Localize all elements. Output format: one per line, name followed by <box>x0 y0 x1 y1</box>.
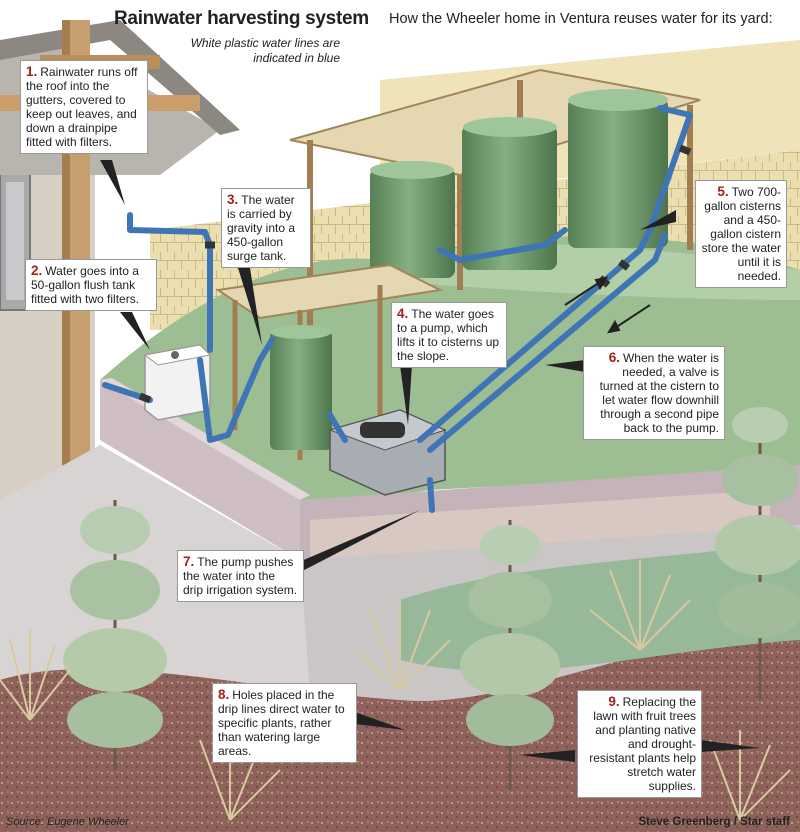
flow-arrows <box>564 276 651 334</box>
step-number: 7. <box>183 554 195 569</box>
step-text: Replacing the lawn with fruit trees and … <box>589 695 696 793</box>
step-number: 4. <box>397 306 409 321</box>
garden-plants <box>0 407 800 821</box>
page-subtitle: How the Wheeler home in Ventura reuses w… <box>389 11 773 27</box>
callout-step-5: 5.Two 700-gallon cisterns and a 450-gall… <box>695 180 787 288</box>
step-text: When the water is needed, a valve is tur… <box>599 351 719 435</box>
leader-lines <box>100 160 760 762</box>
step-text: The water goes to a pump, which lifts it… <box>397 307 500 363</box>
step-text: The pump pushes the water into the drip … <box>183 555 298 597</box>
step-number: 5. <box>717 184 729 199</box>
step-number: 1. <box>26 64 38 79</box>
callout-step-2: 2.Water goes into a 50-gallon flush tank… <box>25 259 157 311</box>
source-note: Source: Eugene Wheeler <box>6 816 129 828</box>
step-text: Two 700-gallon cisterns and a 450-gallon… <box>701 185 781 283</box>
step-text: Water goes into a 50-gallon flush tank f… <box>31 264 140 306</box>
callout-step-8: 8.Holes placed in the drip lines direct … <box>212 683 357 763</box>
callout-step-6: 6.When the water is needed, a valve is t… <box>583 346 725 440</box>
callout-step-7: 7.The pump pushes the water into the dri… <box>177 550 304 602</box>
step-text: Holes placed in the drip lines direct wa… <box>218 688 345 758</box>
step-number: 2. <box>31 263 43 278</box>
callout-step-3: 3.The water is carried by gravity into a… <box>221 188 311 268</box>
fruit-tree-left <box>63 500 167 770</box>
step-number: 3. <box>227 192 239 207</box>
step-number: 6. <box>608 350 620 365</box>
callout-step-4: 4.The water goes to a pump, which lifts … <box>391 302 507 368</box>
pipe-legend: White plastic water lines are indicated … <box>190 36 340 65</box>
callout-step-9: 9.Replacing the lawn with fruit trees an… <box>577 690 702 798</box>
grass-clumps <box>0 560 791 821</box>
flush-tank <box>143 344 212 421</box>
step-number: 9. <box>608 694 620 709</box>
fruit-tree-right <box>715 407 800 700</box>
pump-box <box>328 409 447 496</box>
step-number: 8. <box>218 687 230 702</box>
cisterns <box>370 89 668 278</box>
page-title: Rainwater harvesting system <box>114 8 369 29</box>
callout-step-1: 1.Rainwater runs off the roof into the g… <box>20 60 148 154</box>
cistern-large-2 <box>568 98 668 248</box>
step-text: The water is carried by gravity into a 4… <box>227 193 296 263</box>
cistern-small <box>370 168 455 278</box>
fruit-tree-center <box>460 520 560 790</box>
credit-line: Steve Greenberg / Star staff <box>638 816 790 828</box>
retaining-wall <box>100 378 800 570</box>
cistern-large-1 <box>462 125 557 270</box>
surge-tank <box>270 325 332 450</box>
step-text: Rainwater runs off the roof into the gut… <box>26 65 138 149</box>
